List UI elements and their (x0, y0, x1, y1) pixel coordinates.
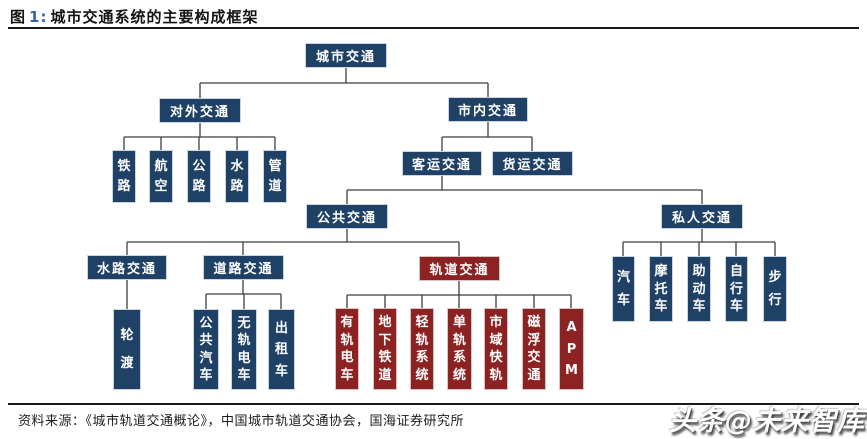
node-highway: 公路 (187, 150, 211, 203)
node-railway: 铁路 (112, 150, 136, 203)
title-divider-line (8, 27, 859, 29)
node-pipeline: 管道 (263, 150, 287, 203)
node-bicycle: 自行车 (725, 256, 748, 322)
node-external-transport: 对外交通 (159, 98, 241, 123)
figure-title-text: 城市交通系统的主要构成框架 (50, 8, 259, 26)
node-car: 汽车 (612, 256, 635, 322)
node-city-transport: 市内交通 (448, 97, 528, 122)
node-rail-transit: 轨道交通 (419, 256, 500, 281)
toutiao-watermark: 头条@未来智库 (669, 406, 865, 437)
node-aviation: 航空 (149, 150, 173, 203)
node-monorail: 单轨系统 (447, 308, 472, 390)
node-maglev: 磁浮交通 (522, 308, 546, 390)
source-note: 资料来源：《城市轨道交通概论》，中国城市轨道交通协会，国海证券研究所 (18, 414, 465, 429)
node-private-transport: 私人交通 (661, 204, 743, 229)
node-freight-transport: 货运交通 (492, 151, 573, 176)
node-motorcycle: 摩托车 (649, 256, 673, 322)
node-public-transport: 公共交通 (306, 204, 388, 229)
node-road-transport: 道路交通 (203, 255, 284, 280)
node-subway: 地下铁道 (373, 308, 397, 390)
node-water-transport: 水路交通 (87, 255, 167, 280)
node-regional-express-rail: 市域快轨 (484, 308, 508, 390)
node-walking: 步行 (763, 256, 787, 322)
node-waterway: 水路 (225, 150, 249, 203)
node-taxi: 出租车 (268, 309, 295, 390)
node-ferry: 轮渡 (113, 309, 141, 390)
node-tram: 有轨电车 (335, 308, 359, 390)
node-light-rail: 轻轨系统 (410, 308, 434, 390)
node-moped: 助动车 (687, 256, 711, 322)
figure-label: 图 (10, 8, 27, 26)
figure-number: 1: (29, 8, 48, 26)
footer-divider-line (8, 403, 859, 405)
node-bus: 公共汽车 (193, 309, 219, 390)
node-urban-transport: 城市交通 (305, 43, 387, 68)
node-passenger-transport: 客运交通 (402, 151, 482, 176)
node-trolleybus: 无轨电车 (231, 309, 257, 390)
